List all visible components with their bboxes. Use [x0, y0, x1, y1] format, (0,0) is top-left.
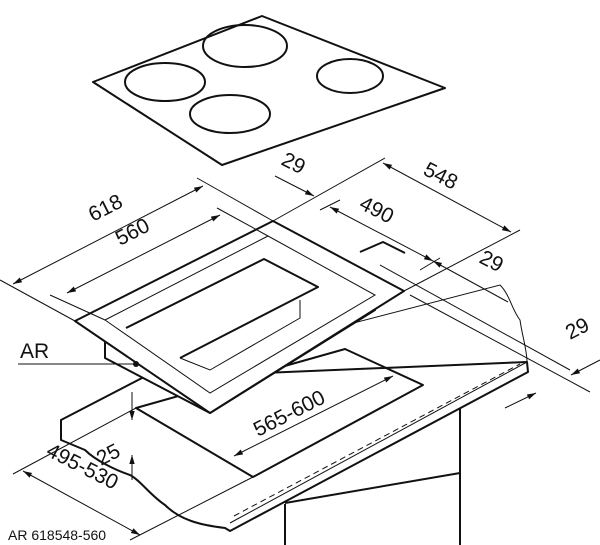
dim-565-600	[233, 375, 394, 457]
label-618: 618	[85, 190, 127, 226]
cabinet-top-rail	[284, 472, 461, 504]
label-548: 548	[420, 158, 462, 194]
footer-caption: AR 618548-560	[8, 527, 106, 543]
hob-glass-top	[92, 15, 446, 166]
dim-29-right	[432, 260, 509, 303]
extension-line	[319, 199, 341, 211]
extension-line	[216, 207, 269, 237]
dim-490	[329, 206, 434, 262]
extension-line	[403, 229, 521, 292]
cabinet	[284, 408, 461, 545]
label-490: 490	[356, 192, 398, 228]
extension-line	[49, 294, 106, 321]
extension-line	[379, 264, 571, 371]
extension-line	[12, 407, 137, 475]
dim-29-back	[274, 175, 315, 197]
label-ar: AR	[20, 340, 49, 363]
extension-line	[272, 157, 386, 222]
frame-recess	[125, 258, 319, 359]
frame-back-tab	[359, 241, 406, 254]
glass-plate	[92, 15, 446, 166]
extension-line	[409, 294, 591, 393]
label-560: 560	[112, 214, 154, 250]
dim-548	[382, 162, 512, 233]
countertop-slab	[60, 361, 529, 532]
extension-line	[0, 279, 76, 322]
extension-line	[196, 177, 274, 222]
dim-560	[66, 214, 221, 294]
cooking-zone-left	[124, 62, 206, 102]
dimension-lines	[0, 157, 600, 541]
cooking-zone-right	[316, 58, 384, 94]
label-29-back: 29	[278, 148, 309, 179]
label-29-front: 29	[562, 313, 593, 344]
dim-29-front	[504, 392, 537, 409]
dim-29-front-arrow	[570, 359, 600, 376]
dim-495-530	[22, 470, 141, 536]
countertop-back-edge	[141, 284, 528, 379]
cooking-zone-back	[202, 24, 288, 68]
extension-line	[129, 476, 254, 541]
extension-line	[419, 257, 441, 271]
frame-recess-floor	[179, 300, 301, 371]
cooking-zone-front	[189, 94, 271, 134]
